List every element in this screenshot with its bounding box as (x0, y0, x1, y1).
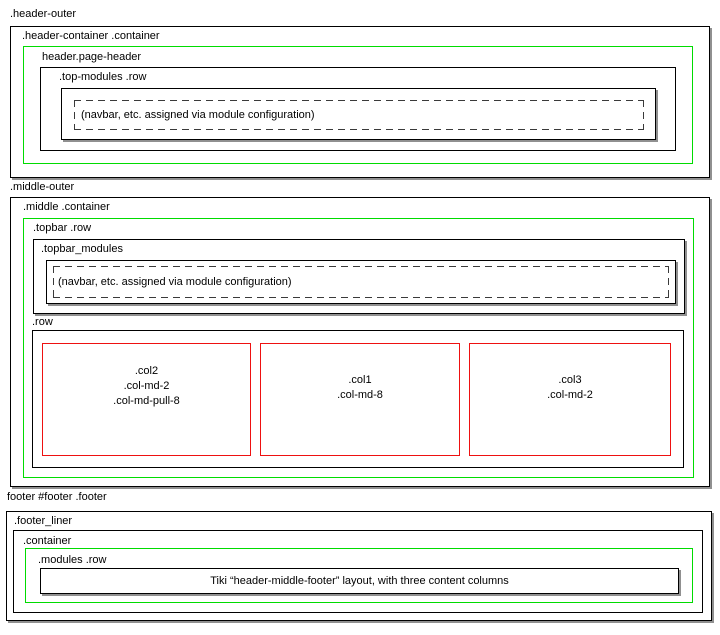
column-col1-box: .col1 .col-md-8 (260, 343, 460, 456)
middle-outer-box: .middle .container .topbar .row .topbar_… (10, 197, 710, 487)
footer-outer-label: footer #footer .footer (7, 491, 107, 503)
page-header-box: header.page-header .top-modules .row (na… (23, 46, 693, 164)
middle-container-label: .middle .container (23, 201, 110, 213)
content-row-box: .col2 .col-md-2 .col-md-pull-8 .col1 .co… (32, 330, 684, 468)
header-outer-box: .header-container .container header.page… (10, 26, 710, 178)
footer-modules-label: .modules .row (38, 554, 107, 566)
col1-line: .col1 (348, 374, 372, 386)
footer-liner-box: .container .modules .row Tiki “header-mi… (13, 530, 703, 613)
footer-caption-box: Tiki “header-middle-footer” layout, with… (40, 568, 679, 594)
col2-line: .col2 (134, 365, 159, 377)
top-modules-box: .top-modules .row (navbar, etc. assigned… (40, 67, 676, 151)
footer-modules-green-box: .modules .row Tiki “header-middle-footer… (25, 548, 693, 603)
column-col2-box: .col2 .col-md-2 .col-md-pull-8 (42, 343, 251, 456)
topbar-label: .topbar .row (33, 222, 92, 234)
footer-caption: Tiki “header-middle-footer” layout, with… (210, 575, 509, 587)
footer-container-label: .container (23, 535, 72, 547)
footer-liner-label: .footer_liner (14, 515, 73, 527)
topbar-box: .topbar_modules (navbar, etc. assigned v… (33, 239, 685, 314)
col1-line: .col-md-8 (337, 389, 383, 401)
topbar-navbar-note: (navbar, etc. assigned via module config… (58, 276, 292, 288)
topbar-modules-label: .topbar_modules (41, 243, 123, 255)
header-container-label: .header-container .container (22, 30, 160, 42)
col2-line: .col-md-pull-8 (113, 395, 180, 407)
col3-line: .col-md-2 (547, 389, 593, 401)
col2-line: .col-md-2 (123, 380, 170, 392)
header-outer-label: .header-outer (10, 8, 77, 20)
row-label: .row (32, 316, 53, 328)
page-header-label: header.page-header (42, 51, 142, 63)
middle-outer-label: .middle-outer (10, 181, 75, 193)
middle-green-box: .topbar .row .topbar_modules (navbar, et… (23, 218, 694, 478)
col3-line: .col3 (558, 374, 582, 386)
topbar-modules-box: (navbar, etc. assigned via module config… (46, 260, 676, 304)
header-navbar-note: (navbar, etc. assigned via module config… (81, 109, 315, 121)
top-modules-inner-box: (navbar, etc. assigned via module config… (61, 88, 656, 140)
topbar-navbar-placeholder-box: (navbar, etc. assigned via module config… (53, 266, 669, 298)
header-navbar-placeholder-box: (navbar, etc. assigned via module config… (74, 100, 644, 130)
top-modules-label: .top-modules .row (59, 71, 147, 83)
footer-outer-box: .footer_liner .container .modules .row T… (6, 511, 712, 621)
column-col3-box: .col3 .col-md-2 (469, 343, 671, 456)
